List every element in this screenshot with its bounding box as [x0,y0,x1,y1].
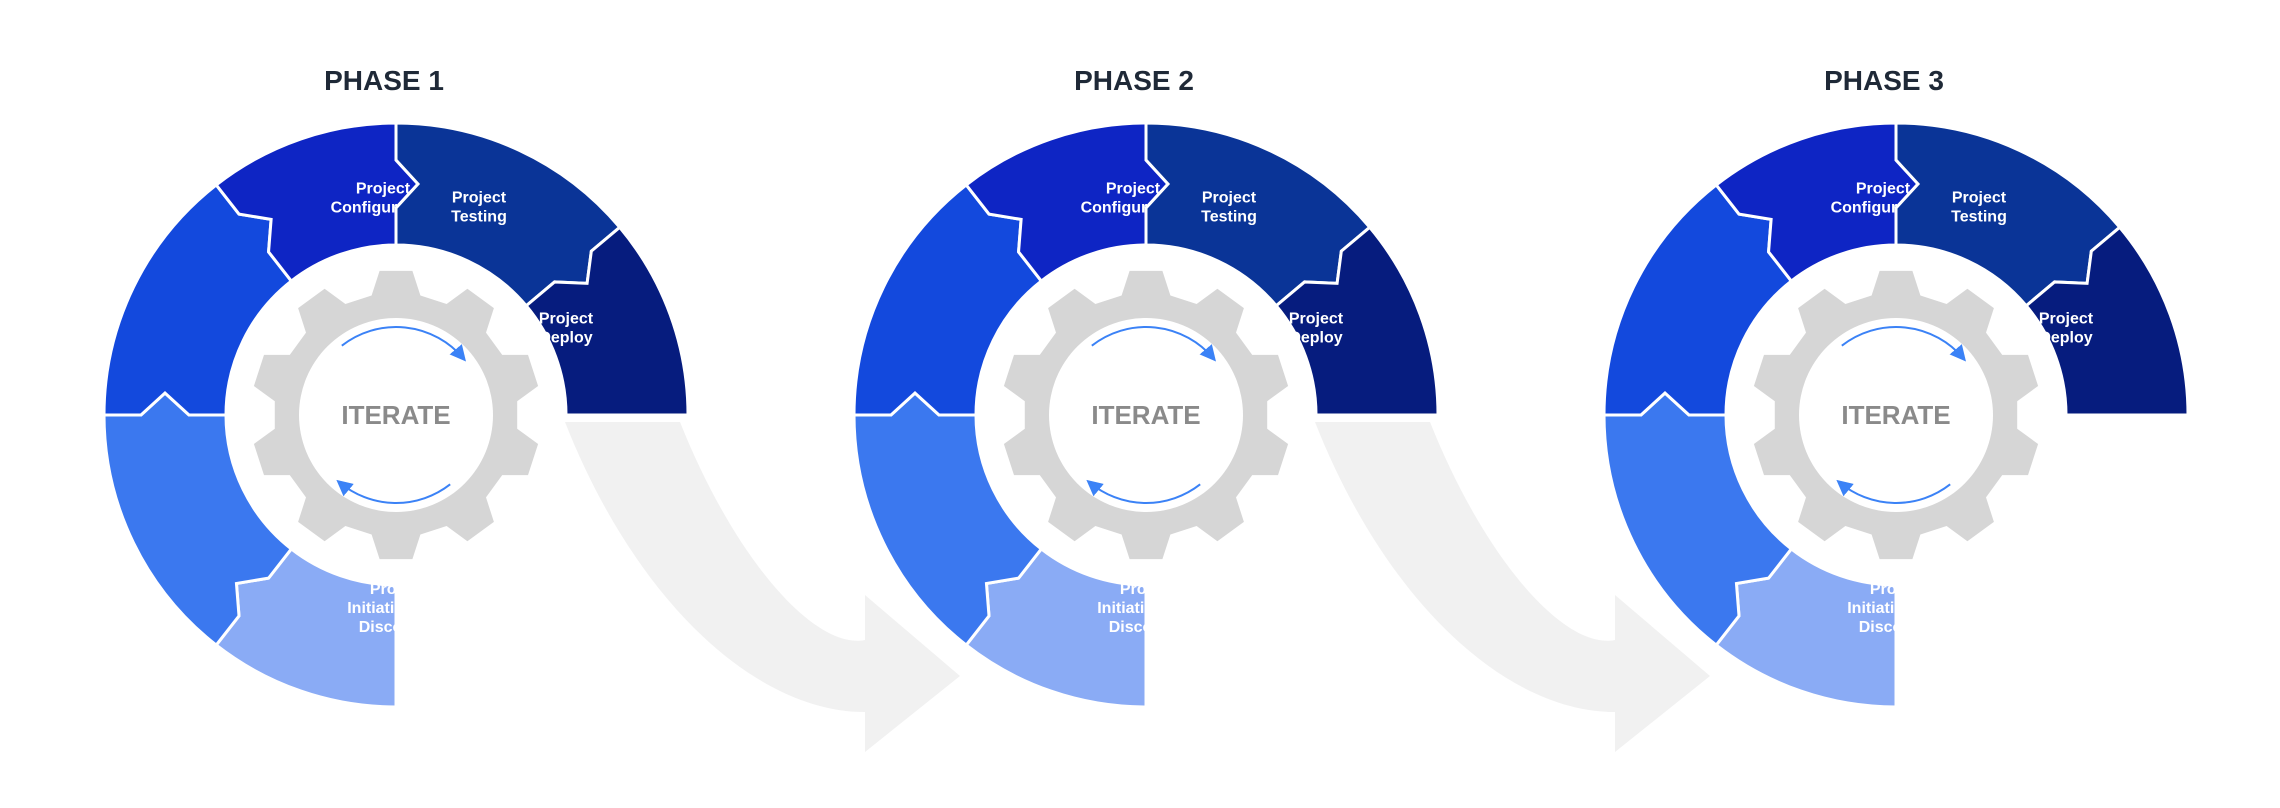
segment-label: Project [356,181,411,198]
iterate-label: ITERATE [1091,400,1200,430]
gear-icon [253,270,539,560]
segment-label: Project [452,190,507,207]
segment-label: Project [1870,581,1925,598]
phase-title: PHASE 2 [1074,65,1194,96]
iterate-arrows-icon [1086,326,1216,504]
phase-connector-arrow [565,422,960,752]
segment-label: Deploy [2039,330,2092,347]
iterate-arrows-icon [336,326,466,504]
phase-connectors [565,422,1710,752]
segment-shape [1714,121,1921,284]
segment-shape [524,225,690,417]
segment-shape [394,121,622,308]
segment-shape [102,182,294,417]
segment-label: Project [1289,311,1344,328]
gear-icon [1003,270,1289,560]
segment-label: Initiation and [1847,600,1947,617]
gear-icon [1753,270,2039,560]
phase-connector-arrow [1315,422,1710,752]
segment-shape [1894,121,2122,308]
segment-shape [852,390,1044,648]
segment-label: Initiation and [1097,600,1197,617]
phase-title: PHASE 1 [324,65,444,96]
segment-label: Discovery [1859,619,1936,636]
segment-shape [1602,390,1794,648]
segment-label: Project [2039,311,2094,328]
segment-label: Project [1952,190,2007,207]
iterate-arrows-icon [1836,326,1966,504]
segment-shape [2024,225,2190,417]
segment-shape [1602,182,1794,417]
segment-label: Discovery [359,619,436,636]
segment-shape [1274,225,1440,417]
segment-label: Testing [1201,209,1257,226]
segment-label: Testing [1951,209,2007,226]
segment-label: Testing [451,209,507,226]
segment-label: Project [539,311,594,328]
segment-label: Initiation and [347,600,447,617]
segment-shape [214,121,421,284]
segment-label: Project [1202,190,1257,207]
segment-label: Discovery [1109,619,1186,636]
segment-label: Project [370,581,425,598]
segment-label: Project [1106,181,1161,198]
iterate-label: ITERATE [341,400,450,430]
segment-shape [1144,121,1372,308]
segment-shape [964,121,1171,284]
phase-title: PHASE 3 [1824,65,1944,96]
segment-label: Project [1120,581,1175,598]
segment-label: Deploy [539,330,592,347]
segment-label: Deploy [1289,330,1342,347]
segment-shape [102,390,294,648]
iterate-label: ITERATE [1841,400,1950,430]
segment-label: Project [1856,181,1911,198]
segment-shape [852,182,1044,417]
